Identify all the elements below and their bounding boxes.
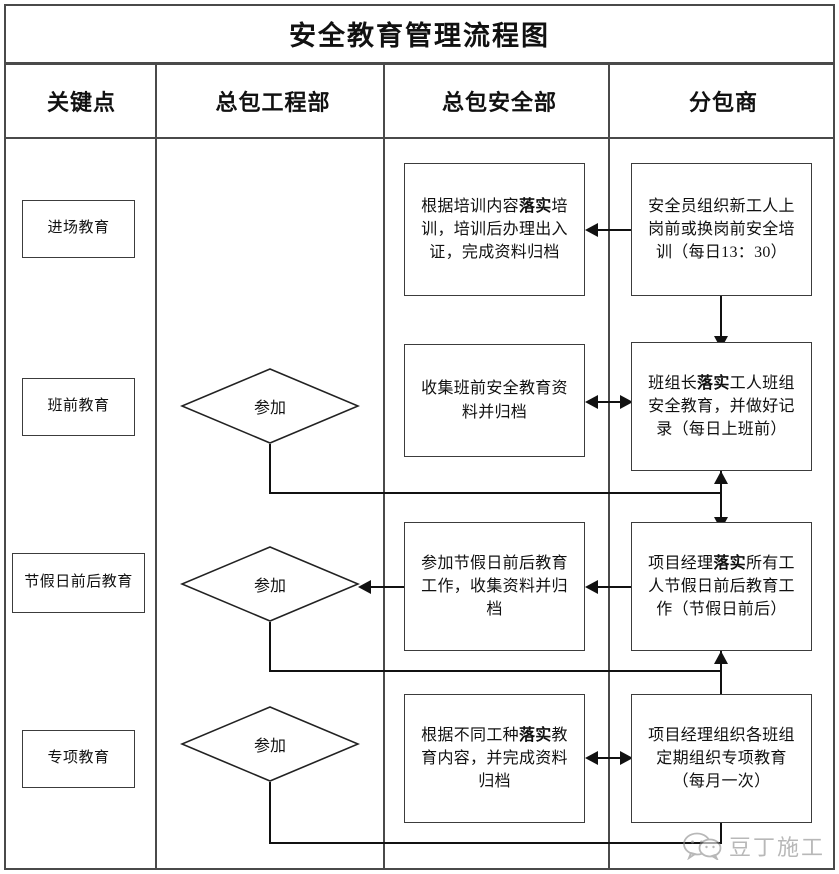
process-text-sub-row3: 项目经理落实所有工人节假日前后教育工作（节假日前后） [648,554,795,619]
decision-label-row3: 参加 [253,578,286,595]
connector-diamond-row2-down [269,444,271,494]
decision-diamond-row3: 参加 [180,545,360,623]
arrowhead-safety-row3-left [585,580,598,594]
column-header-subcontractor: 分包商 [688,90,758,115]
process-box-safety-row4: 根据不同工种落实教育内容，并完成资料归档 [404,694,585,823]
wechat-bubbles-icon [683,832,722,860]
diamond-shape-row3 [180,546,360,622]
connector-safety-row3-to-diamond [371,586,404,588]
connector-safety-sub-row4 [595,757,635,759]
process-text-safety-row4: 根据不同工种落实教育内容，并完成资料归档 [421,726,568,791]
connector-sub-to-safety-row1 [598,229,631,231]
arrowhead-sub-row3-bottom [714,651,728,664]
column-separator-3 [608,65,610,137]
process-text-safety-row2: 收集班前安全教育资料并归档 [421,380,568,421]
column-header-safety-dept: 总包安全部 [441,90,557,115]
arrowhead-diamond-row3-right [358,580,371,594]
column-header-keypoint: 关键点 [46,90,116,115]
process-box-sub-row4: 项目经理组织各班组定期组织专项教育（每月一次） [631,694,812,823]
connector-diamond-row3-down [269,622,271,672]
connector-diamond-row4-down [269,782,271,844]
process-text-sub-row4: 项目经理组织各班组定期组织专项教育（每月一次） [648,726,795,791]
arrowhead-sub-row4-left [620,751,633,765]
connector-diamond-row2-right [269,492,721,494]
connector-sub-to-safety-row3 [598,586,631,588]
decision-diamond-row2: 参加 [180,367,360,445]
arrowhead-sub-row2-left [620,395,633,409]
decision-label-row2: 参加 [253,400,286,417]
process-text-sub-row2: 班组长落实工人班组安全教育，并做好记录（每日上班前） [648,374,795,439]
process-box-sub-row1: 安全员组织新工人上岗前或换岗前安全培训（每日13：30） [631,163,812,296]
keypoint-box-row2: 班前教育 [22,378,135,436]
keypoint-label-row4: 专项教育 [47,750,110,767]
column-separator-3-lower [608,139,610,870]
process-box-sub-row2: 班组长落实工人班组安全教育，并做好记录（每日上班前） [631,342,812,471]
title-divider [4,62,835,65]
connector-sub-row4-bottom-stub [720,823,722,844]
process-text-safety-row3: 参加节假日前后教育工作，收集资料并归档 [421,554,568,619]
connector-diamond-row3-right [269,670,721,672]
keypoint-box-row4: 专项教育 [22,730,135,788]
keypoint-box-row3: 节假日前后教育 [12,553,145,613]
diamond-shape-row2 [180,368,360,444]
arrowhead-safety-row1-left [585,223,598,237]
arrowhead-safety-row4-left [585,751,598,765]
header-divider [4,137,835,139]
process-box-safety-row1: 根据培训内容落实培训，培训后办理出入证，完成资料归档 [404,163,585,296]
connector-sub-row3-to-row4 [720,651,722,710]
process-box-sub-row3: 项目经理落实所有工人节假日前后教育工作（节假日前后） [631,522,812,651]
diamond-shape-row4 [180,706,360,782]
decision-diamond-row4: 参加 [180,705,360,783]
keypoint-label-row3: 节假日前后教育 [24,574,133,591]
column-header-row: 关键点 总包工程部 总包安全部 分包商 [4,65,835,137]
connector-sub-row1-to-row2 [720,296,722,342]
keypoint-box-row1: 进场教育 [22,200,135,258]
column-separator-1 [155,65,157,870]
column-header-gc-dept: 总包工程部 [215,90,331,115]
watermark-text: 豆丁施工 [728,835,825,860]
connector-safety-sub-row2 [595,401,635,403]
process-text-safety-row1: 根据培训内容落实培训，培训后办理出入证，完成资料归档 [421,197,568,262]
arrowhead-sub-row2-bottom [714,471,728,484]
keypoint-label-row1: 进场教育 [47,220,110,237]
process-text-sub-row1: 安全员组织新工人上岗前或换岗前安全培训（每日13：30） [648,197,795,262]
decision-label-row4: 参加 [253,738,286,755]
keypoint-label-row2: 班前教育 [47,398,110,415]
arrowhead-safety-row2-left [585,395,598,409]
process-box-safety-row2: 收集班前安全教育资料并归档 [404,344,585,457]
connector-sub-row2-to-row3 [720,471,722,530]
watermark: 豆丁施工 [682,830,825,862]
diagram-title-band: 安全教育管理流程图 [4,4,835,62]
diagram-outer-frame [4,4,835,870]
connector-diamond-row4-right [269,842,721,844]
column-separator-2 [383,65,385,870]
page-title: 安全教育管理流程图 [289,20,550,51]
process-box-safety-row3: 参加节假日前后教育工作，收集资料并归档 [404,522,585,651]
